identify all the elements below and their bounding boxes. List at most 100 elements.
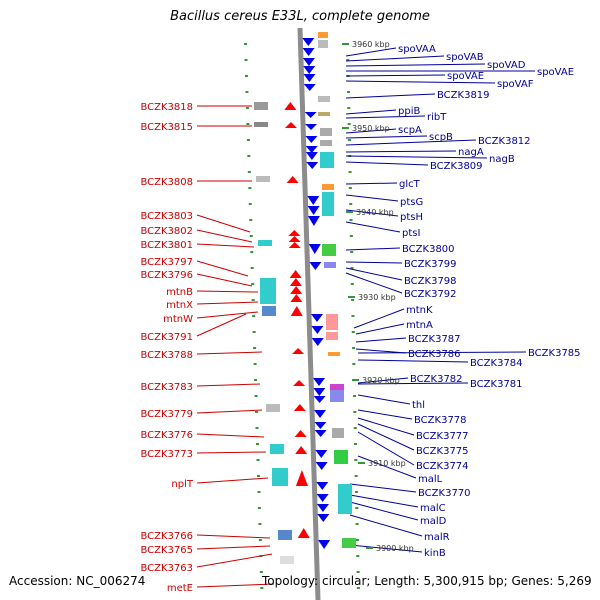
left-gene-label: BCZK3818 bbox=[140, 102, 193, 113]
right-gene-label: BCZK3812 bbox=[478, 136, 531, 147]
forward-gene-arrow bbox=[290, 294, 303, 302]
gene-feature-box bbox=[280, 556, 294, 564]
left-gene-label: mtnX bbox=[166, 300, 193, 311]
left-gene-label: BCZK3796 bbox=[140, 270, 193, 281]
left-leader-line bbox=[196, 409, 263, 414]
right-leader-line bbox=[349, 501, 419, 521]
right-gene-label: BCZK3782 bbox=[410, 374, 463, 385]
left-leader-line bbox=[196, 313, 247, 337]
scale-label: 3960 kbp bbox=[352, 40, 390, 49]
reverse-gene-arrow bbox=[315, 462, 328, 470]
forward-gene-arrow bbox=[294, 430, 307, 437]
right-gene-label: BCZK3781 bbox=[470, 379, 523, 390]
reverse-gene-arrow bbox=[305, 136, 318, 143]
gene-feature-box bbox=[342, 538, 356, 548]
right-leader-line bbox=[345, 267, 403, 281]
reverse-gene-arrow bbox=[305, 152, 318, 160]
right-gene-label: spoVAF bbox=[497, 79, 534, 90]
forward-gene-arrow bbox=[289, 278, 302, 286]
right-gene-label: BCZK3798 bbox=[404, 276, 457, 287]
reverse-gene-arrow bbox=[318, 540, 331, 549]
scale-label: 3950 kbp bbox=[352, 124, 390, 133]
right-leader-line bbox=[345, 272, 403, 294]
right-gene-label: spoVAE bbox=[537, 67, 574, 78]
reverse-gene-arrow bbox=[316, 482, 329, 490]
gene-feature-box bbox=[324, 262, 336, 268]
gene-feature-box bbox=[318, 32, 328, 38]
right-leader-line bbox=[357, 455, 417, 479]
reverse-gene-arrow bbox=[314, 410, 327, 418]
right-leader-line bbox=[345, 155, 488, 159]
right-gene-label: BCZK3785 bbox=[528, 348, 581, 359]
right-gene-label: spoVAA bbox=[398, 44, 436, 55]
right-leader-line bbox=[345, 93, 436, 99]
reverse-gene-arrow bbox=[302, 48, 315, 56]
reverse-gene-arrow bbox=[311, 314, 323, 322]
gene-feature-box bbox=[318, 96, 330, 102]
right-gene-label: spoVAB bbox=[446, 52, 484, 63]
right-gene-label: BCZK3775 bbox=[416, 446, 469, 457]
gene-feature-box bbox=[318, 112, 330, 116]
right-leader-line bbox=[357, 359, 469, 363]
genome-backbone bbox=[297, 27, 321, 600]
forward-gene-arrow bbox=[293, 380, 306, 386]
right-gene-label: ribT bbox=[427, 112, 447, 123]
right-leader-line bbox=[345, 55, 445, 62]
right-gene-label: thl bbox=[412, 400, 425, 411]
right-leader-line bbox=[345, 182, 398, 185]
gene-feature-box bbox=[320, 140, 332, 146]
right-leader-line bbox=[355, 337, 407, 343]
right-leader-line bbox=[345, 261, 403, 264]
left-gene-label: BCZK3797 bbox=[140, 257, 193, 268]
reverse-gene-arrow bbox=[307, 206, 320, 215]
right-gene-label: ptsH bbox=[400, 212, 423, 223]
right-gene-label: BCZK3778 bbox=[414, 415, 467, 426]
gene-feature-box bbox=[338, 484, 352, 514]
right-gene-label: mtnK bbox=[406, 305, 433, 316]
right-gene-label: BCZK3809 bbox=[430, 161, 483, 172]
right-leader-line bbox=[345, 47, 397, 57]
gene-features bbox=[254, 32, 356, 564]
reverse-gene-arrow bbox=[314, 422, 327, 429]
right-gene-label: ppiB bbox=[398, 106, 420, 117]
reverse-gene-arrow bbox=[313, 388, 326, 396]
gene-feature-box bbox=[330, 390, 344, 402]
right-gene-label: BCZK3792 bbox=[404, 289, 457, 300]
right-leader-line bbox=[353, 308, 405, 329]
right-leader-line bbox=[357, 351, 527, 354]
right-gene-label: scpA bbox=[398, 125, 422, 136]
right-gene-label: BCZK3787 bbox=[408, 334, 461, 345]
reverse-gene-arrow bbox=[309, 262, 322, 270]
left-leader-line bbox=[196, 351, 263, 355]
left-leader-line bbox=[196, 290, 259, 293]
left-leader-line bbox=[196, 301, 259, 305]
right-gene-label: BCZK3774 bbox=[416, 461, 469, 472]
gene-feature-box bbox=[260, 278, 276, 304]
left-leader-line bbox=[196, 534, 271, 539]
forward-gene-arrow bbox=[292, 348, 305, 354]
gene-feature-box bbox=[278, 530, 292, 540]
right-gene-label: malL bbox=[418, 474, 443, 485]
right-leader-line bbox=[355, 323, 405, 335]
reverse-gene-arrow bbox=[311, 338, 324, 346]
right-leader-line bbox=[357, 382, 469, 385]
gene-feature-box bbox=[318, 40, 328, 48]
right-gene-label: malC bbox=[420, 503, 446, 514]
left-gene-label: BCZK3815 bbox=[140, 122, 193, 133]
gene-feature-box bbox=[330, 384, 344, 390]
left-leader-line bbox=[196, 451, 267, 454]
forward-gene-arrow bbox=[289, 270, 302, 278]
gene-feature-box bbox=[334, 450, 348, 464]
forward-gene-arrow bbox=[288, 242, 301, 248]
left-gene-label: metE bbox=[167, 583, 193, 594]
right-leader-line bbox=[345, 161, 429, 166]
right-leader-lines bbox=[345, 47, 535, 553]
reverse-gene-arrow bbox=[305, 124, 318, 130]
right-gene-label: malD bbox=[420, 516, 447, 527]
right-leader-line bbox=[345, 74, 446, 77]
right-leader-line bbox=[349, 483, 417, 493]
gene-feature-box bbox=[262, 306, 276, 316]
left-gene-label: BCZK3779 bbox=[140, 409, 193, 420]
